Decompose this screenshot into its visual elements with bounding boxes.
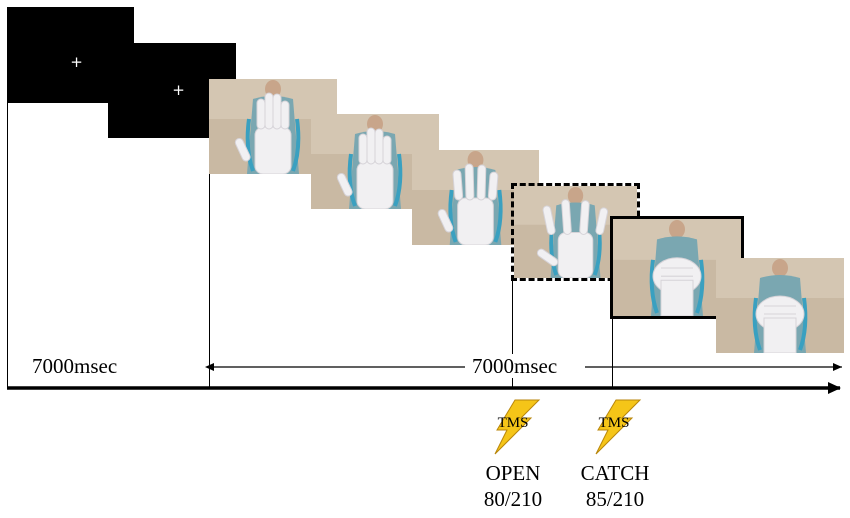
timeline-divider-open: [512, 281, 513, 388]
condition-open: OPEN 80/210: [458, 460, 568, 512]
condition-catch: CATCH 85/210: [560, 460, 670, 512]
condition-count: 85/210: [585, 487, 645, 511]
condition-name: CATCH: [580, 461, 650, 485]
timeline-divider-movie-start: [209, 174, 210, 388]
movie-duration-label: 7000msec: [470, 354, 560, 378]
timeline-divider-catch: [612, 319, 613, 388]
tms-pulse-catch: TMS: [586, 398, 642, 456]
tms-pulse-open: TMS: [485, 398, 541, 456]
lightning-bolt-icon: [494, 399, 541, 455]
fixation-cross: +: [172, 81, 185, 99]
hand-frame-1: [209, 79, 337, 174]
fixation-duration-label: 7000msec: [32, 354, 118, 378]
hand-frame-2: [311, 114, 439, 209]
hand-frame-6: [716, 258, 844, 353]
condition-name: OPEN: [485, 461, 541, 485]
tms-label: TMS: [598, 415, 630, 431]
condition-count: 80/210: [483, 487, 543, 511]
tms-label: TMS: [497, 415, 529, 431]
timeline-divider-start: [7, 103, 8, 388]
lightning-bolt-icon: [595, 399, 642, 455]
fixation-cross: +: [70, 53, 83, 71]
